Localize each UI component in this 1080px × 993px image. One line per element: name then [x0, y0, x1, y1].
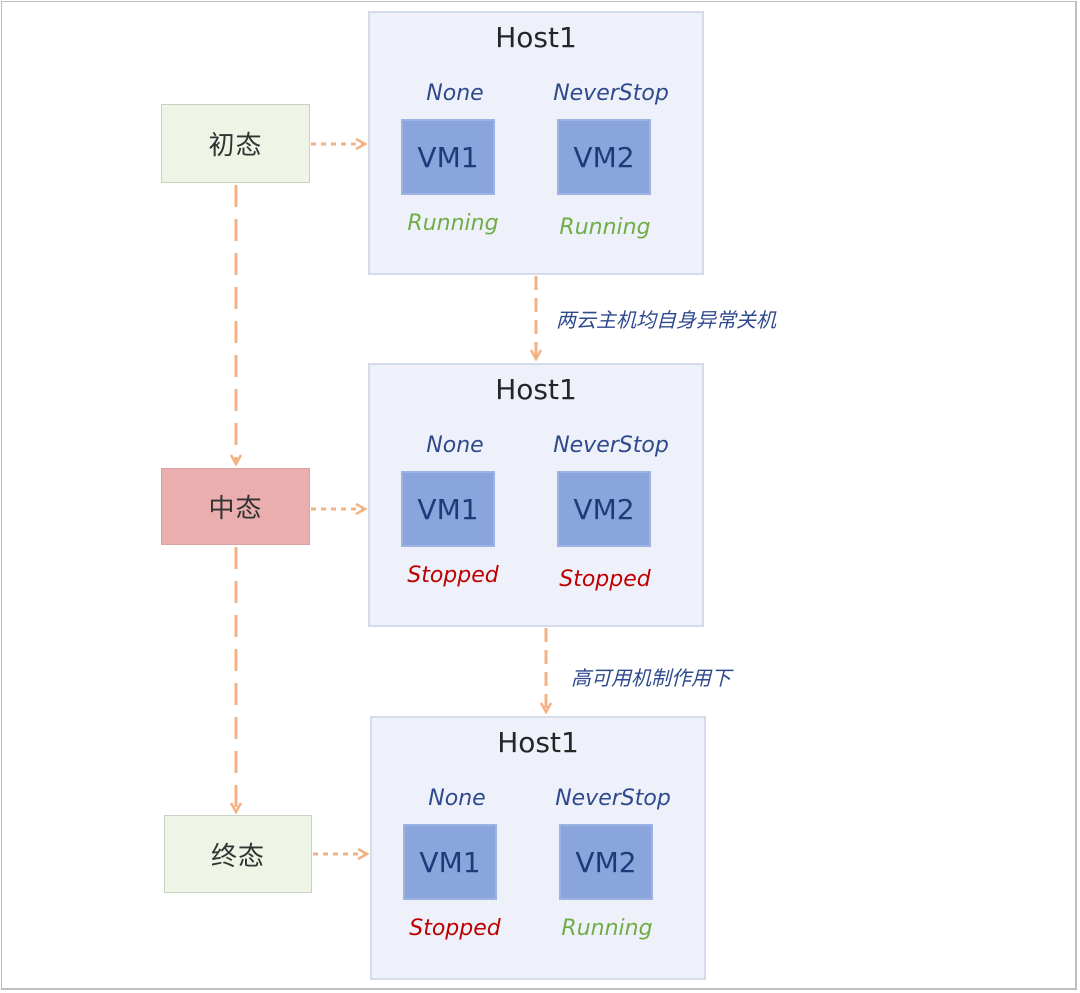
vm1-status: Running — [407, 211, 499, 236]
host-box-initial: Host1 None NeverStop VM1 VM2 Running Run… — [368, 11, 704, 275]
vm2-status: Running — [559, 215, 651, 240]
vm1-node: VM1 — [403, 824, 497, 900]
host-box-intermediate: Host1 None NeverStop VM1 VM2 Stopped Sto… — [368, 363, 704, 627]
state-intermediate: 中态 — [161, 468, 310, 545]
vm1-status: Stopped — [407, 563, 499, 588]
vm-name: VM2 — [573, 492, 635, 526]
vm1-node: VM1 — [401, 119, 495, 195]
state-label: 中态 — [208, 494, 263, 524]
vm1-policy: None — [426, 433, 484, 458]
vm-name: VM1 — [417, 140, 479, 174]
host-box-final: Host1 None NeverStop VM1 VM2 Stopped Run… — [370, 716, 706, 980]
vm1-status: Stopped — [409, 916, 501, 941]
state-initial: 初态 — [161, 104, 310, 183]
vm2-node: VM2 — [557, 119, 651, 195]
vm-name: VM1 — [417, 492, 479, 526]
vm1-node: VM1 — [401, 471, 495, 547]
state-label: 终态 — [210, 841, 265, 872]
host-title: Host1 — [497, 726, 579, 759]
state-label: 初态 — [208, 131, 263, 161]
vm2-status: Stopped — [559, 567, 651, 592]
vm2-policy: NeverStop — [553, 81, 669, 106]
vm2-node: VM2 — [559, 824, 653, 900]
state-final: 终态 — [164, 815, 312, 893]
host-title: Host1 — [495, 373, 577, 406]
vm-name: VM2 — [575, 845, 637, 879]
vm-name: VM2 — [573, 140, 635, 174]
transition-label: 高可用机制作用下 — [571, 666, 731, 690]
vm-name: VM1 — [419, 845, 481, 879]
vm1-policy: None — [426, 81, 484, 106]
vm2-status: Running — [561, 916, 653, 941]
vm1-policy: None — [428, 786, 486, 811]
vm2-policy: NeverStop — [555, 786, 671, 811]
host-title: Host1 — [495, 21, 577, 54]
transition-label: 两云主机均自身异常关机 — [556, 308, 776, 332]
vm2-policy: NeverStop — [553, 433, 669, 458]
vm2-node: VM2 — [557, 471, 651, 547]
